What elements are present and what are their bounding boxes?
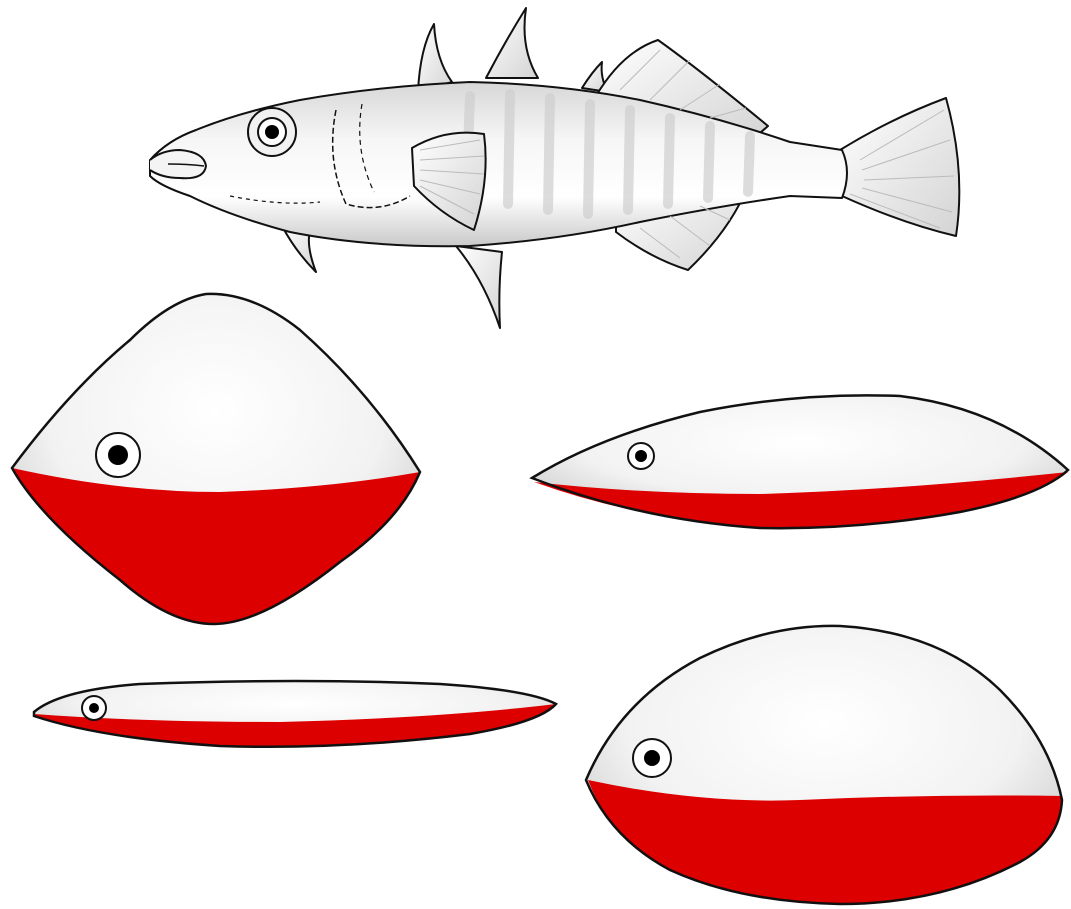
dummy-round — [586, 626, 1062, 904]
dummy-eye-pupil — [89, 703, 99, 713]
dorsal-spine-2 — [486, 8, 538, 78]
stickleback-fish-drawing — [150, 8, 959, 328]
dummy-very-slender — [34, 681, 556, 747]
dummy-slender — [532, 395, 1068, 528]
pelvic-spine — [456, 246, 502, 328]
dummy-eye-pupil — [108, 445, 128, 465]
dummy-deep-diamond — [12, 294, 420, 624]
fish-eye-pupil — [265, 125, 279, 139]
dummy-eye-pupil — [644, 750, 660, 766]
dummy-eye-pupil — [635, 450, 647, 462]
caudal-fin — [840, 98, 959, 236]
dorsal-spine-1 — [418, 24, 452, 92]
